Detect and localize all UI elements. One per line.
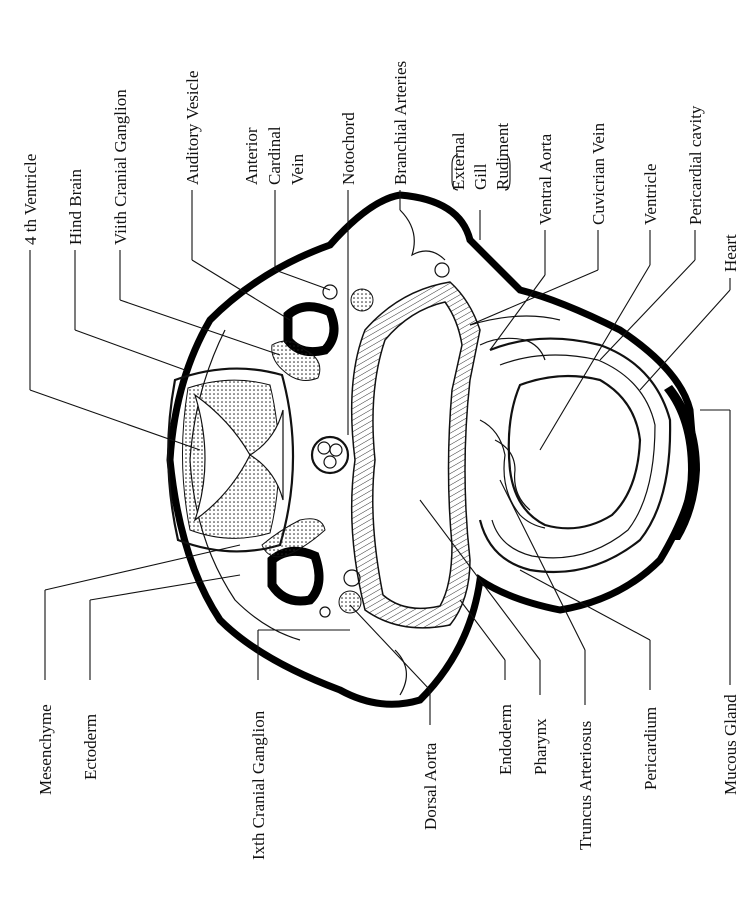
label-anterior: Anterior bbox=[242, 127, 261, 185]
label-auditory-vesicle: Auditory Vesicle bbox=[183, 71, 202, 185]
label-ectoderm: Ectoderm bbox=[81, 714, 100, 780]
label-endoderm: Endoderm bbox=[496, 704, 515, 775]
pharynx-lumen bbox=[373, 302, 462, 608]
label-pericardium: Pericardium bbox=[641, 707, 660, 790]
label-ixth-cranial-ganglion: Ixth Cranial Ganglion bbox=[249, 710, 268, 860]
label-branchial-arteries: Branchial Arteries bbox=[391, 61, 410, 185]
label-pharynx: Pharynx bbox=[531, 718, 550, 775]
external-gill-rudiment bbox=[400, 210, 445, 260]
ventricle-shape bbox=[509, 376, 640, 528]
dorsal-aorta-top bbox=[351, 289, 373, 311]
label-cuvierian-vein: Cuvicrian Vein bbox=[589, 122, 608, 225]
label-pericardial-cavity: Pericardial cavity bbox=[686, 105, 705, 225]
dorsal-aorta-bottom bbox=[339, 591, 361, 613]
label-dorsal-aorta: Dorsal Aorta bbox=[421, 742, 440, 830]
label-truncus-arteriosus: Truncus Arteriosus bbox=[576, 721, 595, 850]
label-cardinal: Cardinal bbox=[265, 126, 284, 185]
label-notochord: Notochord bbox=[339, 112, 358, 185]
anterior-cardinal-vein-top bbox=[323, 285, 337, 299]
auditory-vesicle-bottom bbox=[272, 551, 319, 601]
truncus-arteriosus-shape bbox=[480, 420, 545, 528]
label-4th-ventricle: 4 th Ventricle bbox=[21, 154, 40, 245]
label-rudiment: Rudiment bbox=[493, 123, 512, 190]
label-heart: Heart bbox=[721, 234, 740, 272]
hind-brain bbox=[168, 369, 293, 552]
label-hind-brain: Hind Brain bbox=[66, 168, 85, 245]
label-mucous-gland: Mucous Gland bbox=[721, 694, 740, 795]
label-viith-cranial-ganglion: Viith Cranial Ganglion bbox=[111, 89, 130, 245]
label-ventral-aorta: Ventral Aorta bbox=[536, 133, 555, 225]
label-external: External bbox=[449, 132, 468, 190]
label-mesenchyme: Mesenchyme bbox=[36, 704, 55, 795]
label-vein: Vein bbox=[288, 153, 307, 185]
cuvierian-vein-shape bbox=[470, 316, 560, 325]
notochord bbox=[312, 437, 348, 473]
label-gill: Gill bbox=[471, 163, 490, 190]
label-ventricle: Ventricle bbox=[641, 164, 660, 225]
